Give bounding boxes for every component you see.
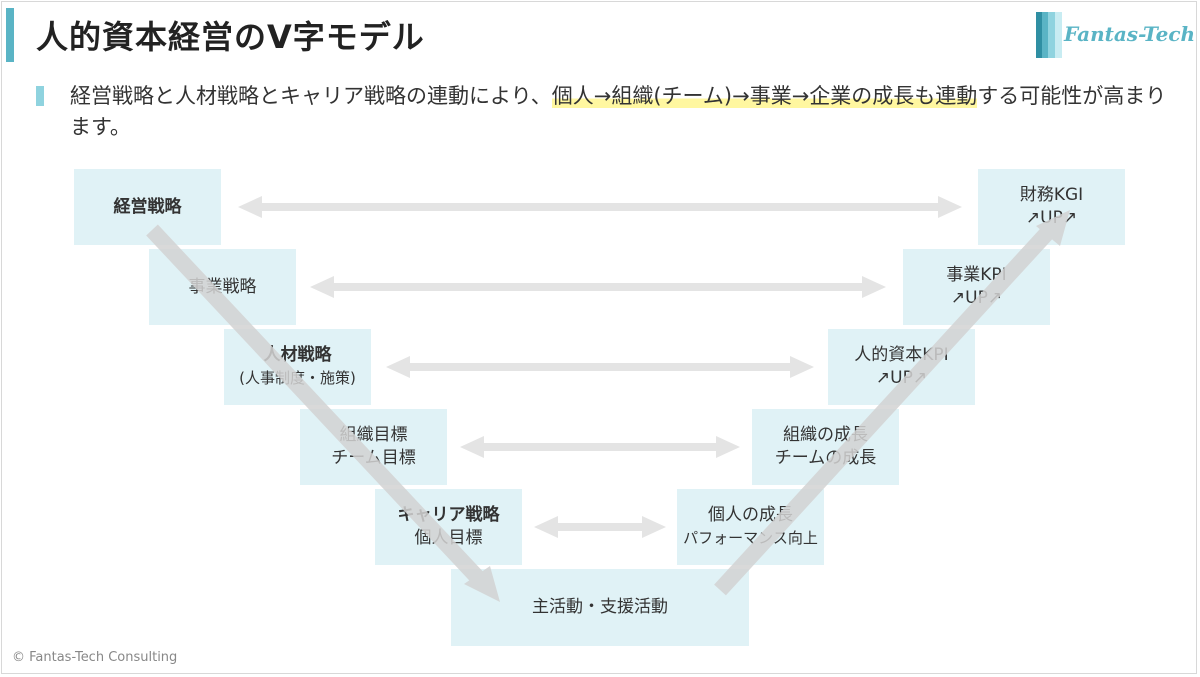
box-label: 財務KGI	[1019, 185, 1084, 205]
logo-text: Fantas-Tech	[1064, 22, 1196, 46]
box-individual-growth: 個人の成長 パフォーマンス向上	[677, 489, 824, 565]
box-label: 組織の成長	[783, 425, 868, 445]
box-sublabel: ↗UP↗	[875, 368, 928, 388]
box-label: 人的資本KPI	[854, 345, 949, 365]
logo-stripes	[1036, 12, 1062, 58]
box-sublabel: パフォーマンス向上	[683, 529, 818, 547]
box-career-strategy: キャリア戦略 個人目標	[375, 489, 522, 565]
box-sublabel: ↗UP↗	[950, 288, 1003, 308]
box-label: 主活動・支援活動	[532, 597, 668, 617]
box-sublabel: (人事制度・施策)	[239, 369, 356, 387]
box-financial-kgi: 財務KGI ↗UP↗	[978, 169, 1125, 245]
box-label: 人材戦略	[263, 345, 332, 365]
box-sublabel: チームの成長	[774, 448, 877, 468]
lead-text: 経営戦略と人材戦略とキャリア戦略の連動により、個人→組織(チーム)→事業→企業の…	[70, 81, 1170, 143]
copyright-text: © Fantas-Tech Consulting	[12, 650, 178, 665]
box-human-capital-kpi: 人的資本KPI ↗UP↗	[828, 329, 975, 405]
box-management-strategy: 経営戦略	[74, 169, 221, 245]
brand-logo: Fantas-Tech	[1036, 12, 1195, 58]
box-label: 事業KPI	[946, 265, 1007, 285]
box-org-goals: 組織目標 チーム目標	[300, 409, 447, 485]
box-business-kpi: 事業KPI ↗UP↗	[903, 249, 1050, 325]
bullet-marker	[36, 86, 44, 106]
box-org-growth: 組織の成長 チームの成長	[752, 409, 899, 485]
lead-highlight: 個人→組織(チーム)→事業→企業の成長も連動	[551, 84, 978, 108]
title-accent-bar	[6, 8, 14, 62]
box-primary-support-activities: 主活動・支援活動	[451, 569, 749, 646]
box-business-strategy: 事業戦略	[149, 249, 296, 325]
box-sublabel: ↗UP↗	[1025, 208, 1078, 228]
box-label: 個人の成長	[708, 505, 793, 525]
box-sublabel: 個人目標	[414, 528, 483, 548]
lead-part2: する可能性が高まります。	[70, 84, 1167, 139]
box-label: キャリア戦略	[397, 505, 500, 525]
box-sublabel: チーム目標	[331, 448, 416, 468]
page-title: 人的資本経営のV字モデル	[36, 18, 425, 56]
box-hr-strategy: 人材戦略 (人事制度・施策)	[224, 329, 371, 405]
box-label: 組織目標	[339, 425, 408, 445]
box-label: 事業戦略	[188, 276, 257, 297]
box-label: 経営戦略	[113, 196, 182, 217]
lead-part1: 経営戦略と人材戦略とキャリア戦略の連動により、	[70, 84, 552, 108]
